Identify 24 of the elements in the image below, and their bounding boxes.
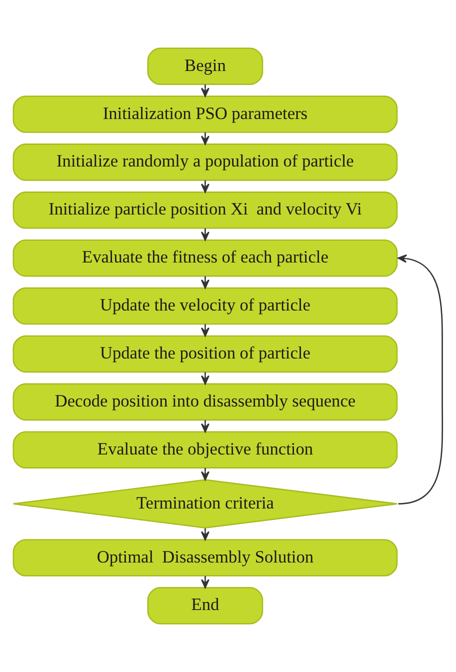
node-box: Initialize randomly a population of particle — [12, 144, 398, 181]
arrow — [200, 420, 210, 432]
node-box: End — [147, 587, 264, 624]
node-box: Decode position into disassembly sequence — [12, 383, 398, 421]
arrow — [200, 84, 210, 97]
node-box: Initialization PSO parameters — [12, 96, 398, 133]
node-box: Evaluate the fitness of each particle — [12, 239, 398, 277]
arrow — [200, 468, 210, 480]
node-box: Initialize particle position Xi and velocity Vi — [12, 192, 398, 229]
arrow — [200, 324, 210, 337]
arrow — [200, 528, 210, 540]
arrow — [200, 228, 210, 241]
arrow — [200, 180, 210, 193]
node-diamond: Termination criteria — [12, 479, 398, 528]
node-box: Update the position of particle — [12, 335, 398, 373]
node-box: Begin — [147, 48, 264, 85]
node-box: Optimal Disassembly Solution — [12, 539, 398, 576]
arrow — [200, 372, 210, 385]
arrow — [200, 276, 210, 289]
node-box: Update the velocity of particle — [12, 287, 398, 325]
node-box: Evaluate the objective function — [12, 431, 398, 469]
arrow — [200, 576, 210, 588]
arrow — [398, 254, 444, 504]
arrow — [200, 132, 210, 145]
